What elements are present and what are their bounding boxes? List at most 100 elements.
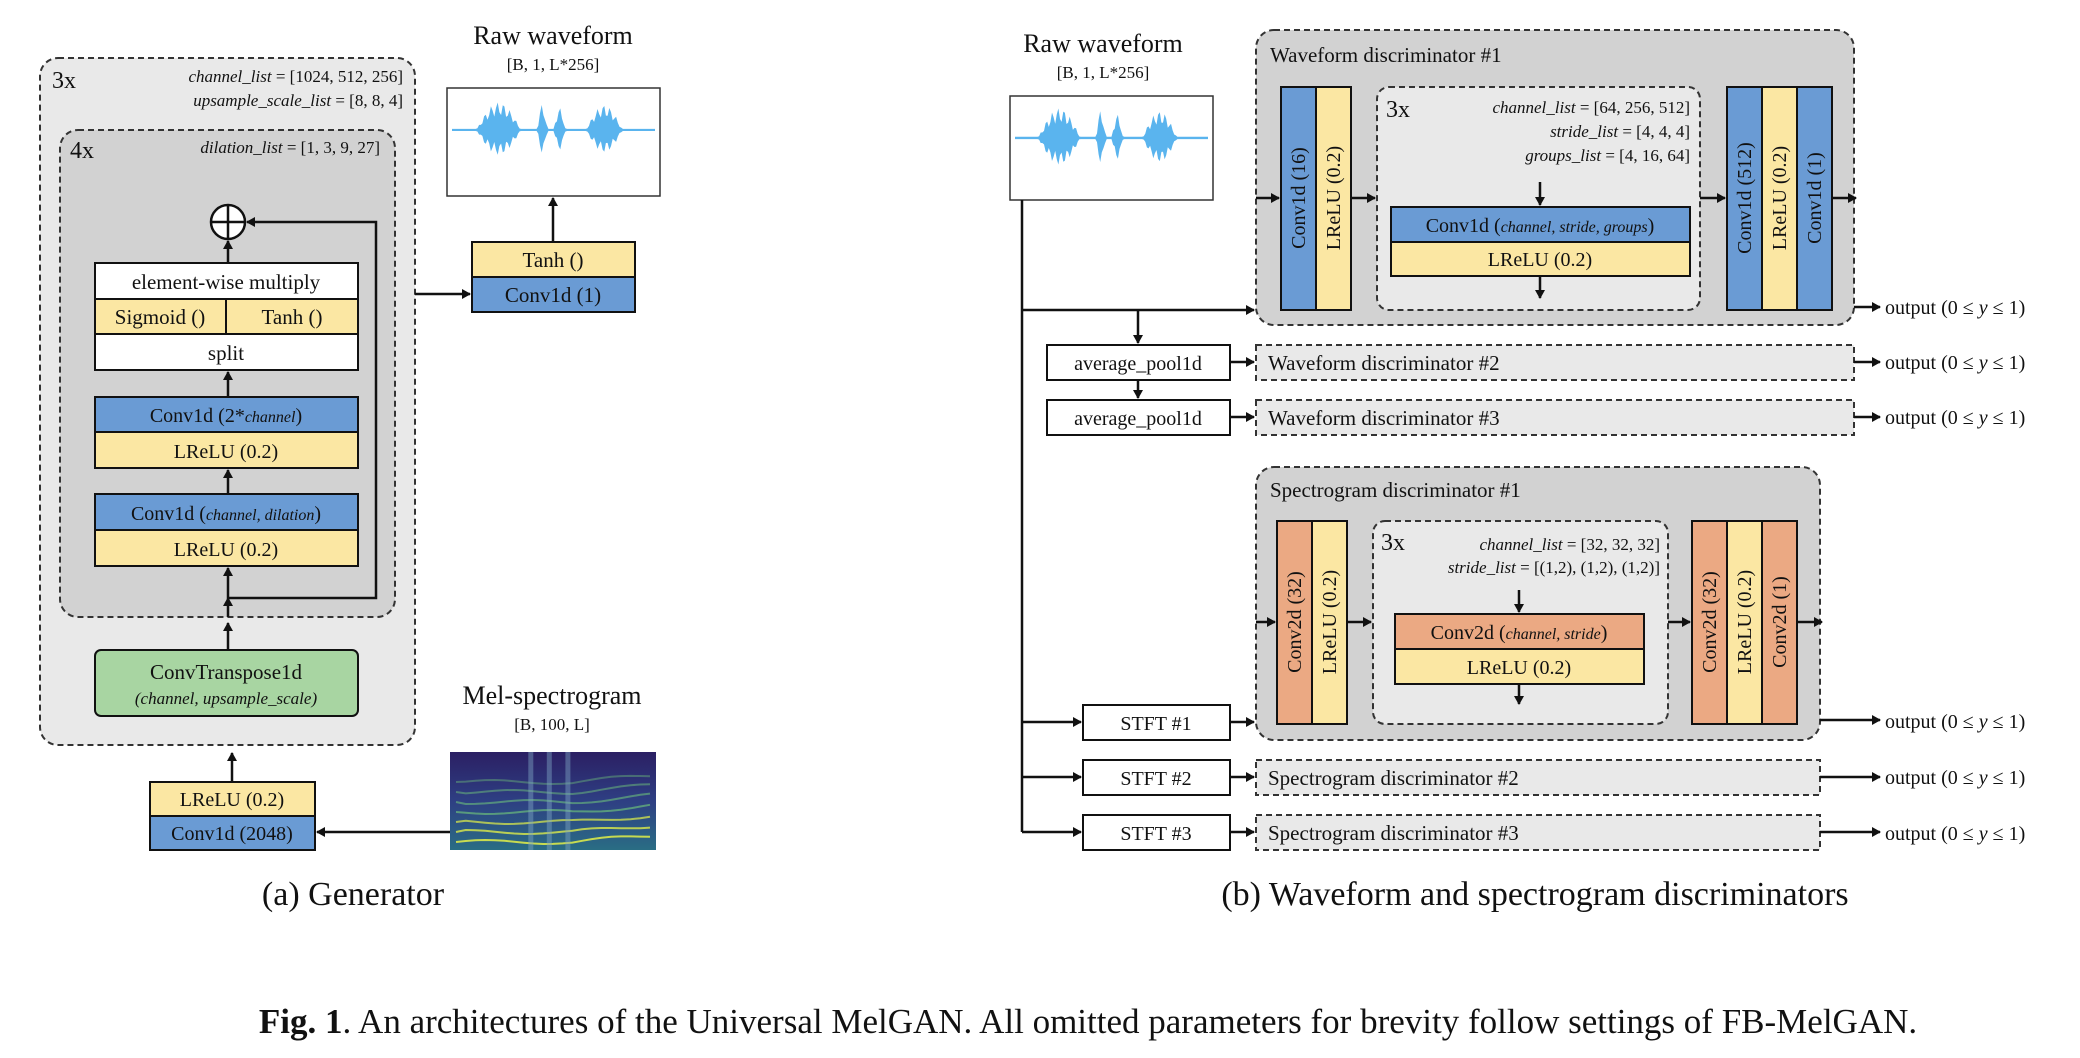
tanh-label: Tanh () xyxy=(262,305,323,329)
output-label-sd1: output (0 ≤ y ≤ 1) xyxy=(1885,711,2025,733)
mel-shape: [B, 100, L] xyxy=(514,715,590,734)
mel-harmonics xyxy=(455,752,651,850)
sd-lrelu-b xyxy=(1726,520,1763,725)
generator-panel: 3x channel_list = [1024, 512, 256] upsam… xyxy=(39,21,661,913)
generator-output-shape: [B, 1, L*256] xyxy=(507,55,600,74)
stft-1 xyxy=(1082,704,1231,741)
conv-transpose-block xyxy=(94,649,359,717)
output-tanh-label: Tanh () xyxy=(523,248,584,272)
wd-inner-lrelu xyxy=(1390,241,1691,277)
sigmoid-label: Sigmoid () xyxy=(115,305,205,329)
conv1d-dilation-block xyxy=(94,493,359,531)
conv-transpose-label: ConvTranspose1d xyxy=(150,660,303,684)
sd-inner-repeat: 3x xyxy=(1381,530,1405,556)
channel-list-param: channel_list = [1024, 512, 256] xyxy=(188,67,403,86)
mel-harmonic-line xyxy=(455,783,651,796)
spectrogram-disc-3-label: Spectrogram discriminator #3 xyxy=(1268,821,1519,845)
waveform-disc-1-title: Waveform discriminator #1 xyxy=(1270,43,1502,67)
tanh-block xyxy=(225,298,359,335)
sd-conv2d-1 xyxy=(1761,520,1798,725)
wd-conv1d-1-label: Conv1d (1) xyxy=(1804,152,1826,244)
sd-conv2d-32 xyxy=(1276,520,1313,725)
mel-onset-band xyxy=(528,752,534,850)
lrelu-label-2: LReLU (0.2) xyxy=(174,539,278,561)
input-conv1d-block xyxy=(149,815,316,851)
wd-stride-list: stride_list = [4, 4, 4] xyxy=(1550,122,1690,141)
average-pool-1 xyxy=(1046,344,1231,381)
output-label-sd2: output (0 ≤ y ≤ 1) xyxy=(1885,767,2025,789)
sd-lrelu-b-label: LReLU (0.2) xyxy=(1734,570,1756,674)
mel-onset-band xyxy=(565,752,571,850)
conv1d-2channel-block xyxy=(94,396,359,433)
output-label-sd3: output (0 ≤ y ≤ 1) xyxy=(1885,823,2025,845)
stft-2-label: STFT #2 xyxy=(1120,768,1191,790)
disc-input-shape: [B, 1, L*256] xyxy=(1057,63,1150,82)
output-conv1d-block xyxy=(471,276,636,313)
elementwise-multiply-label: element-wise multiply xyxy=(132,270,321,294)
output-label-wd3: output (0 ≤ y ≤ 1) xyxy=(1885,407,2025,429)
average-pool-2-label: average_pool1d xyxy=(1074,408,1202,430)
disc-waveform-image xyxy=(1009,95,1214,201)
mel-harmonic-line xyxy=(455,815,651,826)
mel-harmonic-line xyxy=(455,826,651,836)
wd-conv1d-16 xyxy=(1280,86,1317,311)
sd-stride-list: stride_list = [(1,2), (1,2), (1,2)] xyxy=(1448,558,1660,577)
sd-inner-lrelu-label: LReLU (0.2) xyxy=(1467,657,1571,679)
inner-repeat-label: 4x xyxy=(70,138,94,164)
waveform-shape xyxy=(452,102,655,155)
stft-3 xyxy=(1082,814,1231,851)
sd-channel-list: channel_list = [32, 32, 32] xyxy=(1479,535,1660,554)
conv-transpose-params: (channel, upsample_scale) xyxy=(135,689,318,708)
wd-lrelu-a-label: LReLU (0.2) xyxy=(1323,146,1345,250)
sd-conv2d-1-label: Conv2d (1) xyxy=(1769,576,1791,668)
spectrogram-disc-1-title: Spectrogram discriminator #1 xyxy=(1270,478,1521,502)
split-block xyxy=(94,333,359,371)
discriminator-caption: (b) Waveform and spectrogram discriminat… xyxy=(1221,876,1848,913)
spectrogram-disc-2-box xyxy=(1255,759,1821,796)
waveform-envelope xyxy=(452,102,655,155)
generator-waveform-image xyxy=(446,87,661,197)
sd-conv2d-32-label: Conv2d (32) xyxy=(1284,571,1306,673)
output-label-wd2: output (0 ≤ y ≤ 1) xyxy=(1885,352,2025,374)
wd-conv1d-1 xyxy=(1796,86,1833,311)
upsample-list-param: upsample_scale_list = [8, 8, 4] xyxy=(193,91,403,110)
dilation-list-param: dilation_list = [1, 3, 9, 27] xyxy=(200,138,380,157)
disc-input-title: Raw waveform xyxy=(1023,29,1183,58)
generator-output-title: Raw waveform xyxy=(473,21,633,50)
wd-inner-conv xyxy=(1390,206,1691,243)
mel-onset-band xyxy=(546,752,552,850)
output-conv1d-label: Conv1d (1) xyxy=(505,283,601,307)
wd-conv1d-16-label: Conv1d (16) xyxy=(1288,147,1310,249)
wd-lrelu-b-label: LReLU (0.2) xyxy=(1769,146,1791,250)
input-conv1d-label: Conv1d (2048) xyxy=(171,823,293,845)
sd-conv2d-32b-label: Conv2d (32) xyxy=(1699,571,1721,673)
average-pool-1-label: average_pool1d xyxy=(1074,353,1202,375)
waveform-envelope xyxy=(1015,108,1208,165)
conv1d-2channel-label: Conv1d (2*channel) xyxy=(150,405,302,427)
wd-conv1d-512-label: Conv1d (512) xyxy=(1734,142,1756,254)
waveform-disc-3-label: Waveform discriminator #3 xyxy=(1268,406,1500,430)
generator-caption: (a) Generator xyxy=(262,876,445,913)
average-pool-2 xyxy=(1046,399,1231,436)
stft-1-label: STFT #1 xyxy=(1120,713,1191,735)
stft-3-label: STFT #3 xyxy=(1120,823,1191,845)
mel-title: Mel-spectrogram xyxy=(462,681,641,710)
lrelu-block-1 xyxy=(94,431,359,469)
stft-2 xyxy=(1082,759,1231,796)
sd-inner-conv-label: Conv2d (channel, stride) xyxy=(1431,622,1608,644)
figure-caption: Fig. 1. An architectures of the Universa… xyxy=(259,1002,1917,1041)
wd-inner-lrelu-label: LReLU (0.2) xyxy=(1488,249,1592,271)
mel-harmonic-line xyxy=(455,835,651,846)
wd-inner-conv-label: Conv1d (channel, stride, groups) xyxy=(1426,215,1655,237)
input-lrelu-label: LReLU (0.2) xyxy=(180,789,284,811)
spectrogram-disc-2-label: Spectrogram discriminator #2 xyxy=(1268,766,1519,790)
sd-lrelu-a xyxy=(1311,520,1348,725)
wd-channel-list: channel_list = [64, 256, 512] xyxy=(1492,98,1690,117)
mel-harmonic-line xyxy=(455,774,651,786)
wd-lrelu-b xyxy=(1761,86,1798,311)
discriminator-panel: Raw waveform [B, 1, L*256] Waveform disc… xyxy=(1009,29,2025,913)
sd-inner-conv xyxy=(1394,613,1645,650)
wd-inner-repeat: 3x xyxy=(1386,97,1410,123)
sd-lrelu-a-label: LReLU (0.2) xyxy=(1319,570,1341,674)
